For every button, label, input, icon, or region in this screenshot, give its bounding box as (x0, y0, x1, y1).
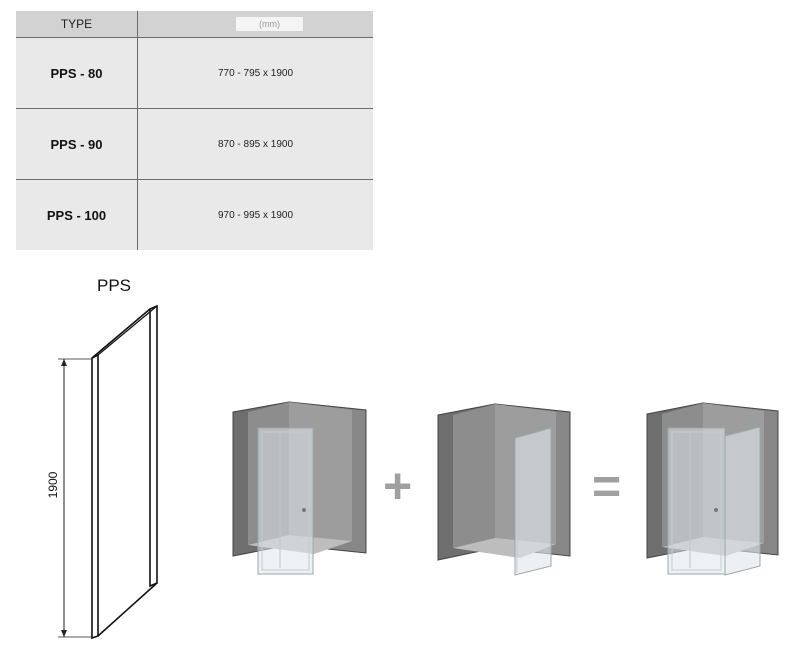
row-type: PPS - 80 (50, 66, 103, 81)
header-type: TYPE (60, 17, 93, 31)
table-row: PPS - 90 870 - 895 x 1900 (16, 108, 373, 180)
spec-table: TYPE (mm) PPS - 80 770 - 795 x 1900 PPS … (16, 11, 373, 250)
table-row: PPS - 80 770 - 795 x 1900 (16, 37, 373, 109)
table-divider (137, 11, 138, 250)
plus-symbol: + (383, 458, 413, 514)
table-row: PPS - 100 970 - 995 x 1900 (16, 179, 373, 251)
row-dimensions: 970 - 995 x 1900 (217, 210, 294, 221)
drawing-title: PPS (97, 276, 132, 295)
header-unit: (mm) (236, 17, 303, 31)
panel-drawing (58, 304, 158, 640)
scene-panel-only (437, 403, 571, 576)
row-dimensions: 870 - 895 x 1900 (217, 139, 294, 150)
row-type: PPS - 90 (50, 137, 103, 152)
row-dimensions: 770 - 795 x 1900 (217, 68, 294, 79)
scene-door-only (232, 401, 367, 575)
row-type: PPS - 100 (46, 208, 107, 223)
scene-complete-enclosure (646, 402, 779, 576)
equals-symbol: = (592, 458, 622, 514)
